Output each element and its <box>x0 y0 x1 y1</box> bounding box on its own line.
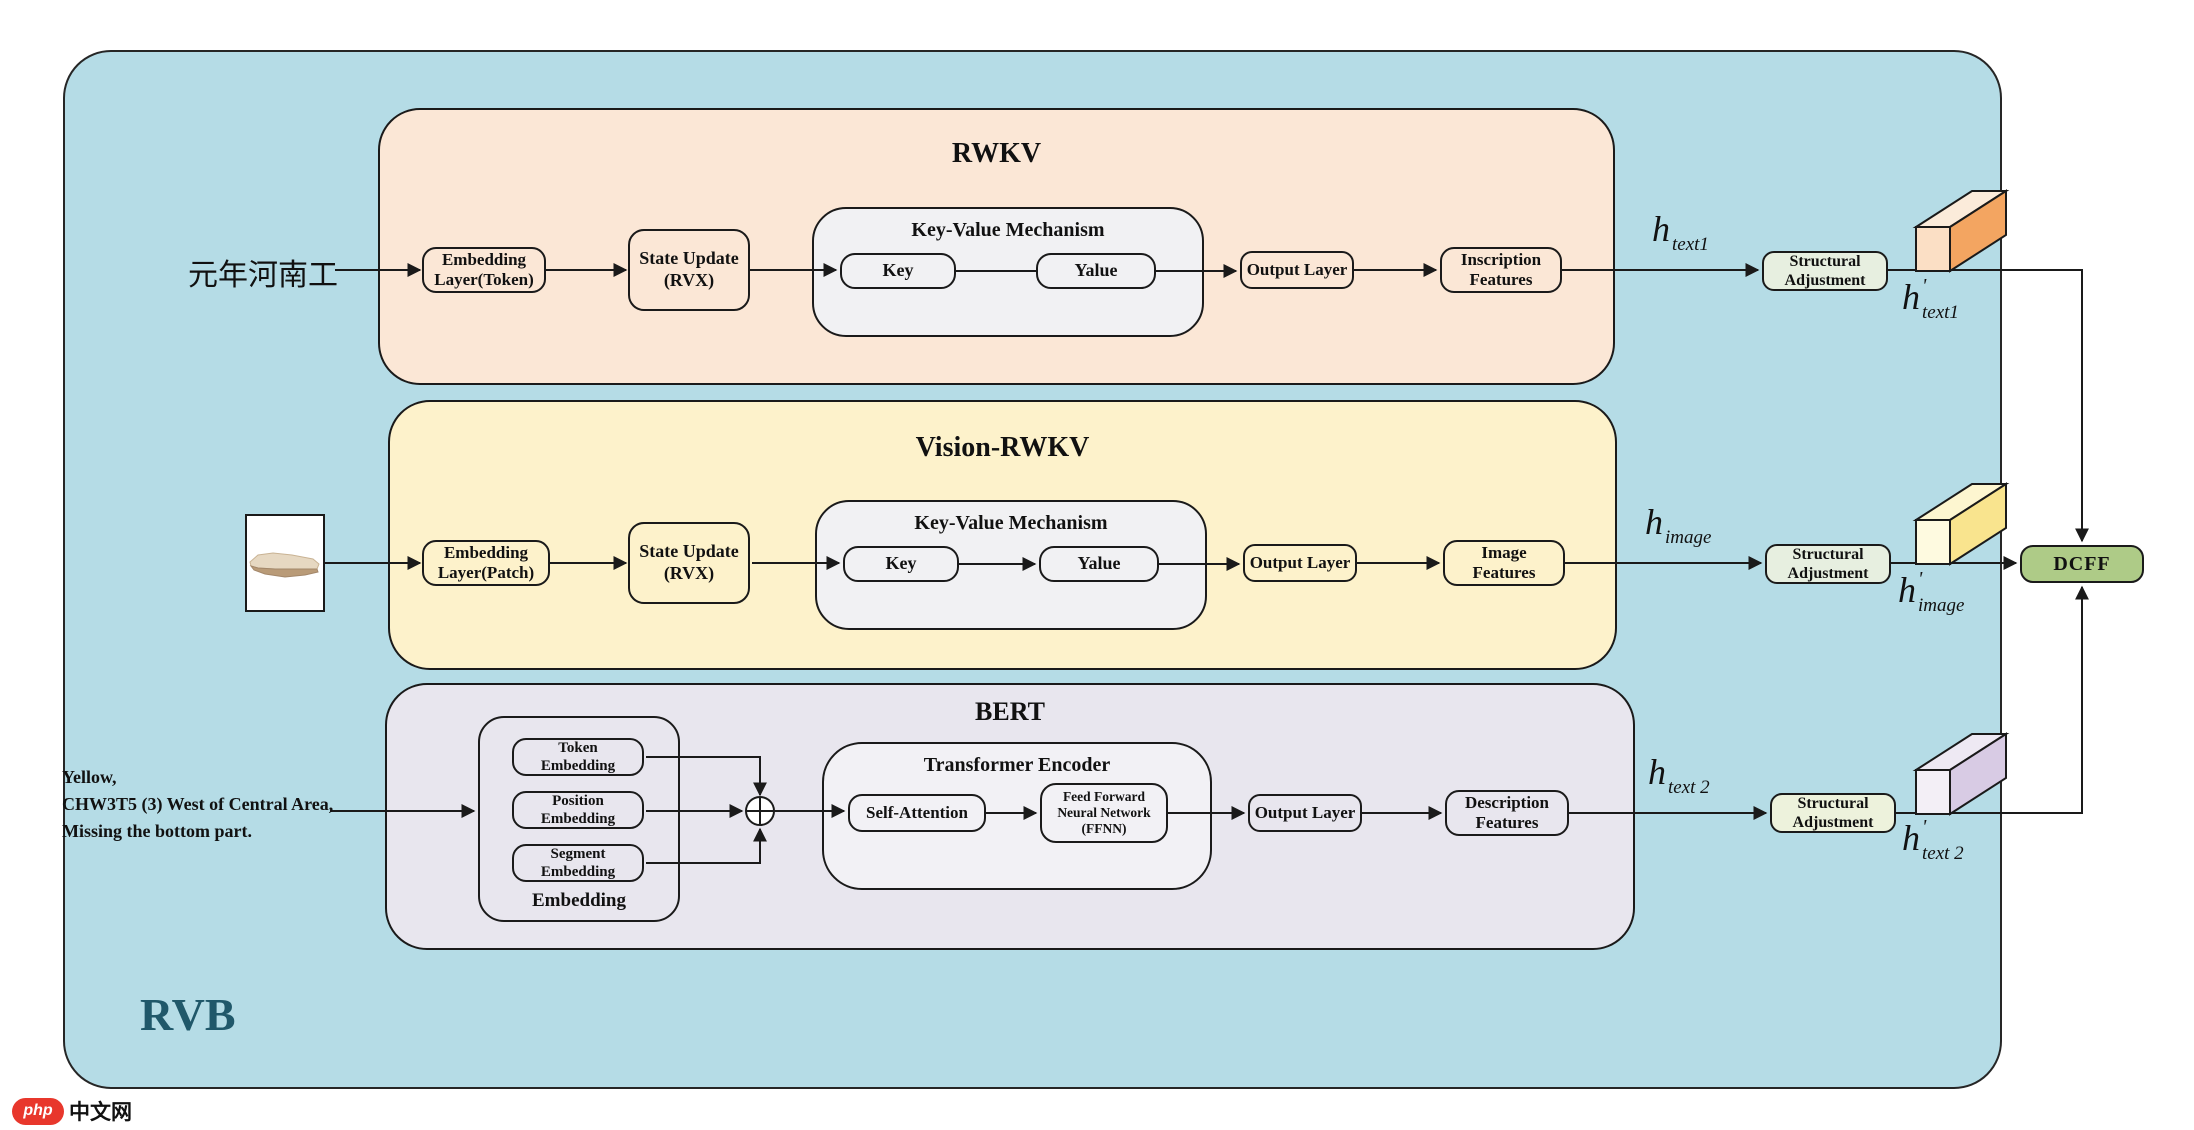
watermark-text: 中文网 <box>69 1101 132 1124</box>
structural-adjustment-box-image: Structural Adjustment <box>1765 544 1891 584</box>
h-image-prime-label: h ' image <box>1898 568 1965 616</box>
segment-embedding-box: Segment Embedding <box>512 844 644 882</box>
description-features-box: Description Features <box>1445 790 1569 836</box>
embedding-group-title: Embedding <box>532 890 626 911</box>
self-attention-box: Self-Attention <box>848 794 986 832</box>
kv-mechanism-title-rwkv: Key-Value Mechanism <box>911 219 1105 241</box>
php-logo-icon: php <box>12 1097 64 1125</box>
ffnn-box: Feed Forward Neural Network (FFNN) <box>1040 783 1168 843</box>
key-box-rwkv: Key <box>840 253 956 289</box>
h-image-label: h image <box>1645 502 1712 548</box>
description-text-input: Yellow, CHW3T5 (3) West of Central Area,… <box>62 767 334 841</box>
dcff-box: DCFF <box>2020 545 2144 583</box>
value-box-vrwkv: Yalue <box>1039 546 1159 582</box>
state-update-box-vrwkv: State Update (RVX) <box>628 522 750 604</box>
bert-title: BERT <box>975 697 1045 726</box>
h-text1-label: h text1 <box>1652 209 1709 255</box>
state-update-box-rwkv: State Update (RVX) <box>628 229 750 311</box>
kv-mechanism-title-vrwkv: Key-Value Mechanism <box>914 512 1108 534</box>
inscription-features-box: Inscription Features <box>1440 247 1562 293</box>
output-layer-box-bert: Output Layer <box>1248 794 1362 832</box>
output-layer-box-vrwkv: Output Layer <box>1243 544 1357 582</box>
oracle-bone-fragment-icon <box>249 552 320 578</box>
embedding-layer-token-box: Embedding Layer(Token) <box>422 247 546 293</box>
plus-circle-icon <box>745 796 775 826</box>
h-text1-prime-label: h ' text1 <box>1902 275 1959 323</box>
transformer-encoder-title: Transformer Encoder <box>923 754 1111 776</box>
structural-adjustment-box-text2: Structural Adjustment <box>1770 793 1896 833</box>
h-text2-label: h text 2 <box>1648 752 1710 798</box>
text2-feature-cuboid-icon <box>1912 732 2010 816</box>
position-embedding-box: Position Embedding <box>512 791 644 829</box>
token-embedding-box: Token Embedding <box>512 738 644 776</box>
text1-feature-cuboid-icon <box>1912 189 2010 273</box>
key-box-vrwkv: Key <box>843 546 959 582</box>
image-features-box: Image Features <box>1443 540 1565 586</box>
structural-adjustment-box-text1: Structural Adjustment <box>1762 251 1888 291</box>
inscription-text-input: 元年河南工 <box>188 259 338 292</box>
oracle-bone-image-input <box>245 514 325 612</box>
embedding-layer-patch-box: Embedding Layer(Patch) <box>422 540 550 586</box>
h-text2-prime-label: h ' text 2 <box>1902 816 1964 864</box>
image-feature-cuboid-icon <box>1912 482 2010 566</box>
vision-rwkv-title: Vision-RWKV <box>915 432 1090 463</box>
rvb-label: RVB <box>140 989 236 1040</box>
watermark-logo: php 中文网 <box>12 1096 132 1126</box>
output-layer-box-rwkv: Output Layer <box>1240 251 1354 289</box>
rwkv-title: RWKV <box>951 138 1042 169</box>
value-box-rwkv: Yalue <box>1036 253 1156 289</box>
